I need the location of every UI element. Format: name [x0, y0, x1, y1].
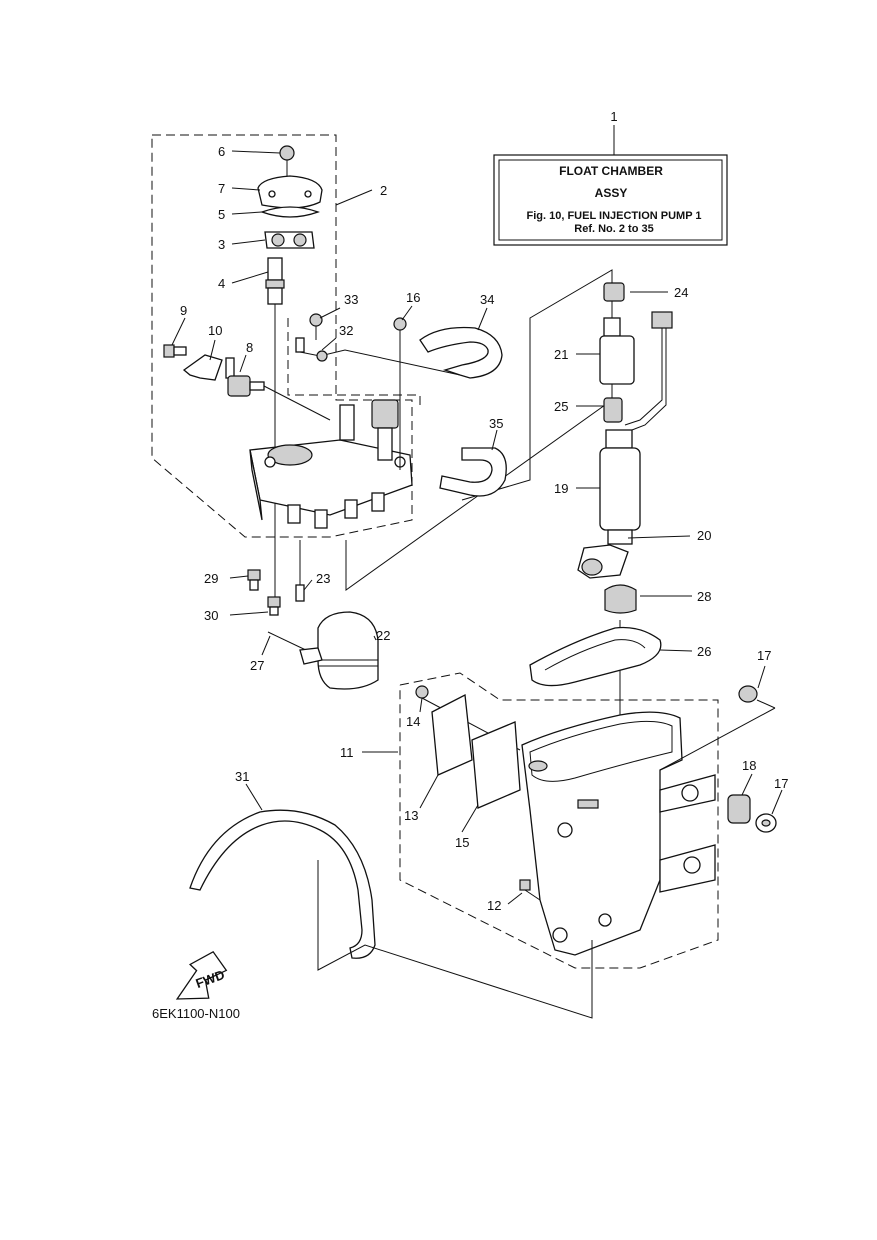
callout-12: 12 — [487, 898, 501, 913]
part-19-pump — [599, 429, 641, 545]
callout-29: 29 — [204, 571, 218, 586]
callout-17-lower: 17 — [774, 776, 788, 791]
callout-34: 34 — [480, 292, 494, 307]
callout-22: 22 — [376, 628, 390, 643]
part-24-grommet — [603, 282, 625, 302]
callout-9: 9 — [180, 303, 187, 318]
part-3-clamp — [264, 231, 315, 249]
part-17-grommet-lower — [755, 813, 777, 833]
callout-2: 2 — [380, 183, 387, 198]
callout-13: 13 — [404, 808, 418, 823]
float-chamber-cover — [249, 399, 413, 529]
callout-15: 15 — [455, 835, 469, 850]
callout-18: 18 — [742, 758, 756, 773]
part-18-damper — [727, 794, 751, 824]
part-29-bolt — [247, 569, 261, 591]
part-17-grommet-upper — [738, 685, 776, 709]
callout-17-upper: 17 — [757, 648, 771, 663]
part-12-bolt — [519, 879, 541, 901]
title-line-4: Ref. No. 2 to 35 — [574, 223, 653, 235]
part-30-bolt — [267, 596, 281, 616]
callout-7: 7 — [218, 181, 225, 196]
callout-32: 32 — [339, 323, 353, 338]
part-8-valve — [225, 357, 331, 421]
hose-31-outline — [317, 860, 593, 1019]
part-5-gasket — [260, 206, 320, 218]
part-23-pin — [295, 540, 305, 602]
part-35-hose — [439, 447, 507, 497]
fuel-line-path — [345, 269, 613, 591]
group-outline-2 — [151, 134, 413, 538]
callout-33: 33 — [344, 292, 358, 307]
part-7-cover — [257, 175, 323, 209]
callout-1: 1 — [610, 109, 617, 124]
callout-35: 35 — [489, 416, 503, 431]
part-15-gasket — [471, 721, 521, 809]
callout-21: 21 — [554, 347, 568, 362]
part-25-damper — [603, 397, 623, 423]
group-outline-11 — [399, 672, 719, 969]
group-outline-32-34 — [287, 318, 421, 410]
float-chamber-body — [521, 711, 716, 956]
callout-23: 23 — [316, 571, 330, 586]
callout-20: 20 — [697, 528, 711, 543]
part-16-screw — [393, 317, 407, 470]
callout-4: 4 — [218, 276, 225, 291]
callout-8: 8 — [246, 340, 253, 355]
wiring-connector — [624, 311, 673, 431]
callout-6: 6 — [218, 144, 225, 159]
part-6-screw — [279, 145, 295, 180]
part-13-plate — [431, 693, 473, 776]
leader-lines — [171, 150, 783, 905]
part-9-screw — [163, 344, 187, 358]
callout-11: 11 — [340, 745, 354, 760]
part-26-gasket — [529, 626, 662, 687]
title-line-3: Fig. 10, FUEL INJECTION PUMP 1 — [526, 210, 701, 222]
part-32-hose — [295, 337, 461, 376]
title-box: FLOAT CHAMBER ASSY Fig. 10, FUEL INJECTI… — [493, 154, 728, 246]
callout-25: 25 — [554, 399, 568, 414]
part-31-hose — [189, 809, 376, 959]
part-10-bracket — [182, 354, 223, 381]
callout-labels: 1 2 3 4 5 6 7 8 9 10 11 12 13 14 15 16 1… — [180, 109, 788, 913]
axis-17 — [659, 707, 776, 771]
callout-14: 14 — [406, 714, 420, 729]
callout-26: 26 — [697, 644, 711, 659]
part-22-cover — [317, 611, 379, 690]
part-27-rod — [267, 631, 323, 665]
callout-30: 30 — [204, 608, 218, 623]
part-28-cap — [604, 584, 637, 614]
diagram-code: 6EK1100-N100 — [152, 1006, 240, 1021]
fwd-arrow-icon: FWD — [175, 950, 228, 1000]
part-34-hose — [419, 326, 503, 379]
part-33-screw — [309, 313, 323, 340]
title-line-2: ASSY — [595, 186, 628, 200]
callout-16: 16 — [406, 290, 420, 305]
callout-5: 5 — [218, 207, 225, 222]
callout-19: 19 — [554, 481, 568, 496]
part-20-holder — [577, 544, 629, 579]
callout-27: 27 — [250, 658, 264, 673]
callout-28: 28 — [697, 589, 711, 604]
callout-24: 24 — [674, 285, 688, 300]
callout-10: 10 — [208, 323, 222, 338]
callout-31: 31 — [235, 769, 249, 784]
callout-3: 3 — [218, 237, 225, 252]
part-21-filter — [599, 317, 635, 385]
part-4-fitting — [265, 257, 285, 305]
title-line-1: FLOAT CHAMBER — [559, 164, 663, 178]
